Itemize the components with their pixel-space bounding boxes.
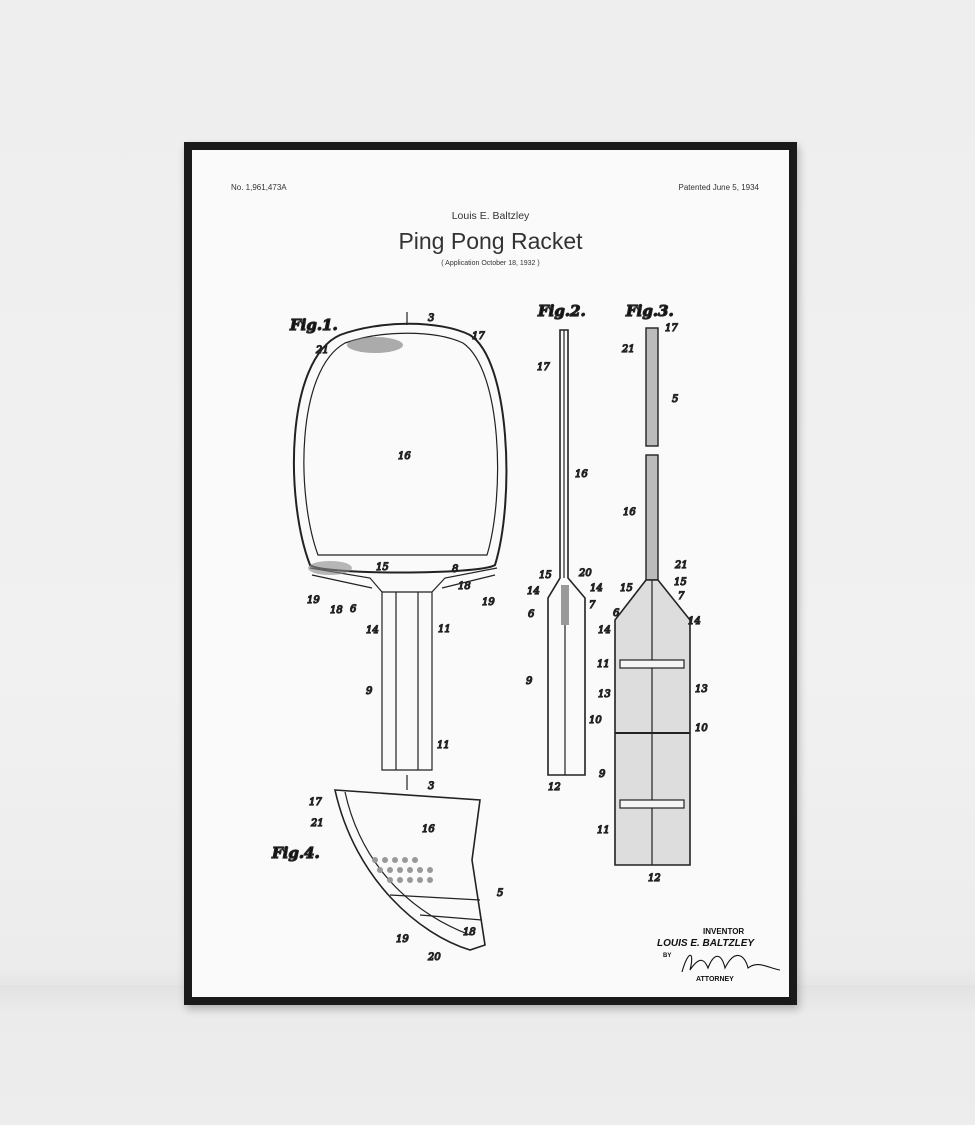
drawing-label: 14 xyxy=(590,583,603,594)
fig4-labels: 17 21 16 5 19 18 20 xyxy=(308,796,504,963)
poster-title: Ping Pong Racket xyxy=(398,228,583,254)
drawing-label: 3 xyxy=(428,781,434,792)
drawing-label: 13 xyxy=(598,689,611,700)
drawing-label: 15 xyxy=(674,577,687,588)
signature-block: INVENTOR LOUIS E. BALTZLEY BY ATTORNEY xyxy=(657,927,755,983)
drawing-label: ATTORNEY xyxy=(696,976,734,983)
drawing-label: LOUIS E. BALTZLEY xyxy=(657,938,755,949)
drawing-label: 17 xyxy=(537,362,550,373)
drawing-label: 14 xyxy=(598,625,611,636)
drawing-label: INVENTOR xyxy=(703,927,744,936)
drawing-label: 14 xyxy=(527,586,540,597)
drawing-label: 16 xyxy=(422,824,435,835)
drawing-label: 20 xyxy=(578,568,592,579)
drawing-label: BY xyxy=(663,953,671,959)
drawing-label: 3 xyxy=(428,313,434,324)
drawing-label: 18 xyxy=(463,927,476,938)
drawing-label: 12 xyxy=(548,782,561,793)
drawing-label: 20 xyxy=(427,952,441,963)
patent-number: No. 1,961,473A xyxy=(231,183,287,192)
drawing-label: 9 xyxy=(526,676,533,687)
drawing-label: 8 xyxy=(452,564,458,575)
drawing-label: 16 xyxy=(398,451,411,462)
drawing-label: 9 xyxy=(366,686,373,697)
drawing-label: 18 xyxy=(330,605,343,616)
fig2-labels: 17 16 15 20 14 14 6 7 9 10 12 xyxy=(525,361,603,793)
application-date: ( Application October 18, 1932 ) xyxy=(441,260,540,267)
fig3-labels: 17 21 5 16 21 15 15 6 7 14 14 11 13 13 1… xyxy=(596,322,709,884)
drawing-label: 11 xyxy=(438,624,451,635)
drawing-label: 11 xyxy=(437,740,450,751)
drawing-label: 15 xyxy=(620,583,633,594)
drawing-label: 16 xyxy=(623,507,636,518)
drawing-label: 19 xyxy=(396,934,409,945)
fig1-title: Fig.1. xyxy=(289,316,338,334)
drawing-label: 10 xyxy=(695,723,708,734)
drawing-label: 5 xyxy=(672,394,678,405)
drawing-label: 15 xyxy=(376,562,389,573)
drawing-label: 21 xyxy=(674,560,688,571)
fig4-title: Fig.4. xyxy=(271,844,320,862)
drawing-label: 14 xyxy=(366,625,379,636)
drawing-label: 18 xyxy=(458,581,471,592)
drawing-label: 17 xyxy=(309,797,322,808)
drawing-label: 19 xyxy=(307,595,320,606)
drawing-label: 21 xyxy=(315,345,329,356)
drawing-label: 6 xyxy=(350,604,357,615)
floor xyxy=(0,985,975,1125)
fig1-racket xyxy=(292,312,508,790)
drawing-label: 9 xyxy=(599,769,606,780)
inventor-name: Louis E. Baltzley xyxy=(451,210,530,222)
fig2-side-view xyxy=(547,329,586,776)
fig1-labels: 3 17 21 16 15 8 19 18 6 14 11 19 18 9 11… xyxy=(306,312,496,792)
drawing-label: 11 xyxy=(597,825,610,836)
fig4-detail xyxy=(333,789,486,951)
drawing-label: 14 xyxy=(688,616,701,627)
drawing-label: 10 xyxy=(589,715,602,726)
drawing-label: 16 xyxy=(575,469,588,480)
drawing-label: 7 xyxy=(678,591,685,602)
drawing-label: 21 xyxy=(621,344,635,355)
drawing-label: 13 xyxy=(695,684,708,695)
drawing-label: 19 xyxy=(482,597,495,608)
drawing-label: 17 xyxy=(665,323,678,334)
drawing-label: 7 xyxy=(589,600,596,611)
attorney-signature xyxy=(681,954,781,973)
fig2-title: Fig.2. xyxy=(537,302,586,320)
drawing-label: 6 xyxy=(613,608,620,619)
drawing-label: 11 xyxy=(597,659,610,670)
fig3-section-view xyxy=(614,327,691,866)
patent-date: Patented June 5, 1934 xyxy=(678,183,759,192)
drawing-label: 21 xyxy=(310,818,324,829)
drawing-label: 5 xyxy=(497,888,503,899)
drawing-label: 6 xyxy=(528,609,535,620)
drawing-label: 15 xyxy=(539,570,552,581)
fig3-title: Fig.3. xyxy=(625,302,674,320)
drawing-label: 17 xyxy=(472,331,485,342)
drawing-label: 12 xyxy=(648,873,661,884)
